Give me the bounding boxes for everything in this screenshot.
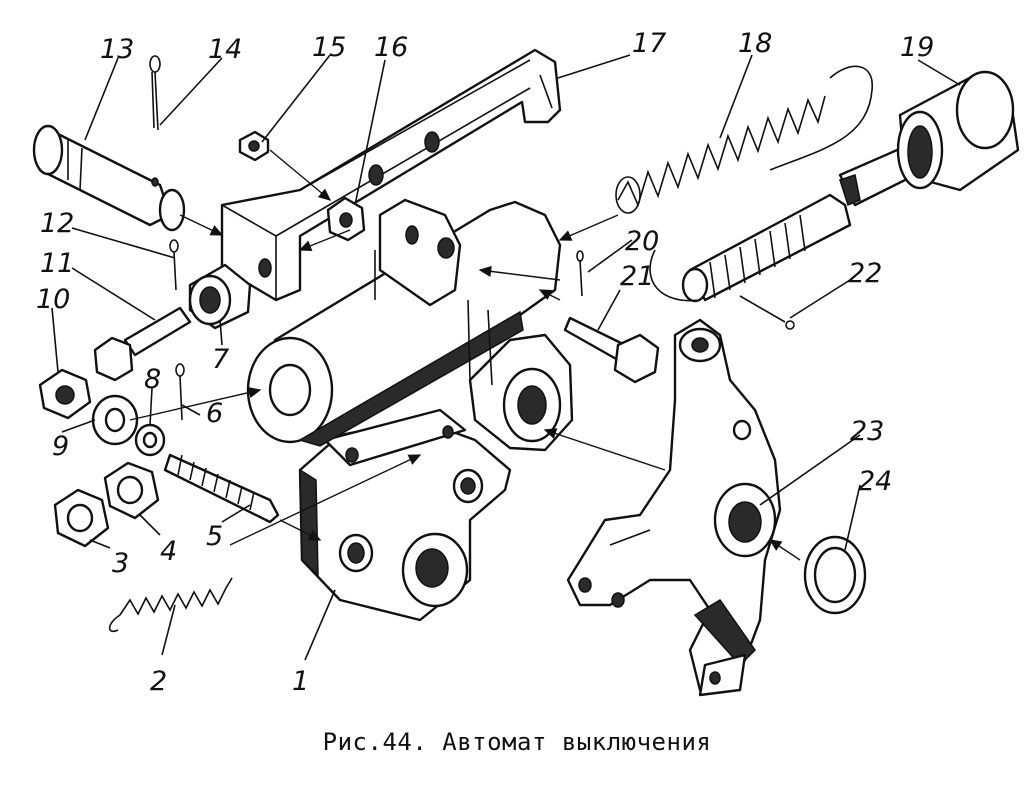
assembly-arrows (129, 149, 801, 561)
part-2-spring (108, 577, 233, 633)
label-16: 16 (374, 32, 408, 63)
leader-lines (51, 54, 961, 661)
part-17-lever-arm (220, 48, 562, 302)
label-2: 2 (150, 666, 167, 697)
label-1: 1 (292, 666, 309, 697)
part-1-housing (298, 333, 574, 622)
part-10-castle-nut (38, 368, 92, 420)
label-10: 10 (36, 284, 70, 315)
label-13: 13 (100, 34, 134, 65)
label-14: 14 (208, 34, 242, 65)
part-18-spring (615, 65, 873, 214)
part-24-washer (803, 535, 867, 615)
part-5-stud (163, 453, 280, 524)
part-4-nut (103, 461, 160, 520)
part-6-split-pin (175, 363, 185, 421)
part-11-bolt (93, 306, 192, 382)
label-21: 21 (620, 261, 654, 292)
part-3-nut (53, 488, 110, 548)
label-19: 19 (900, 32, 934, 63)
label-5: 5 (206, 521, 223, 552)
label-15: 15 (312, 32, 346, 63)
part-number-labels: 13 14 15 16 17 18 19 12 11 10 7 8 9 6 5 … (36, 28, 934, 697)
label-22: 22 (848, 258, 882, 289)
part-8-washer (134, 423, 166, 457)
label-3: 3 (112, 548, 129, 579)
part-14-cotter-pin (149, 55, 161, 131)
label-4: 4 (160, 536, 177, 567)
label-18: 18 (738, 28, 772, 59)
part-21-bolt (563, 316, 660, 384)
part-12-split-pin (169, 239, 179, 291)
label-8: 8 (144, 364, 161, 395)
label-11: 11 (40, 248, 74, 279)
label-6: 6 (206, 398, 223, 429)
label-7: 7 (212, 344, 229, 375)
label-20: 20 (625, 226, 659, 257)
label-24: 24 (858, 466, 892, 497)
part-20-split-pin (576, 250, 584, 297)
label-12: 12 (40, 208, 74, 239)
label-23: 23 (850, 416, 884, 447)
figure-caption: Рис.44. Автомат выключения (322, 728, 712, 756)
part-13-pin (32, 124, 186, 232)
part-7-bushing (188, 263, 252, 330)
part-1-cylinder (246, 198, 562, 447)
part-23-bracket-lever (566, 318, 782, 697)
label-17: 17 (632, 28, 666, 59)
part-19-sleeve (896, 70, 1020, 192)
part-15-castle-nut (238, 130, 270, 162)
label-9: 9 (52, 431, 69, 462)
part-16-castle-nut (326, 196, 366, 242)
part-22-rod (649, 138, 937, 330)
